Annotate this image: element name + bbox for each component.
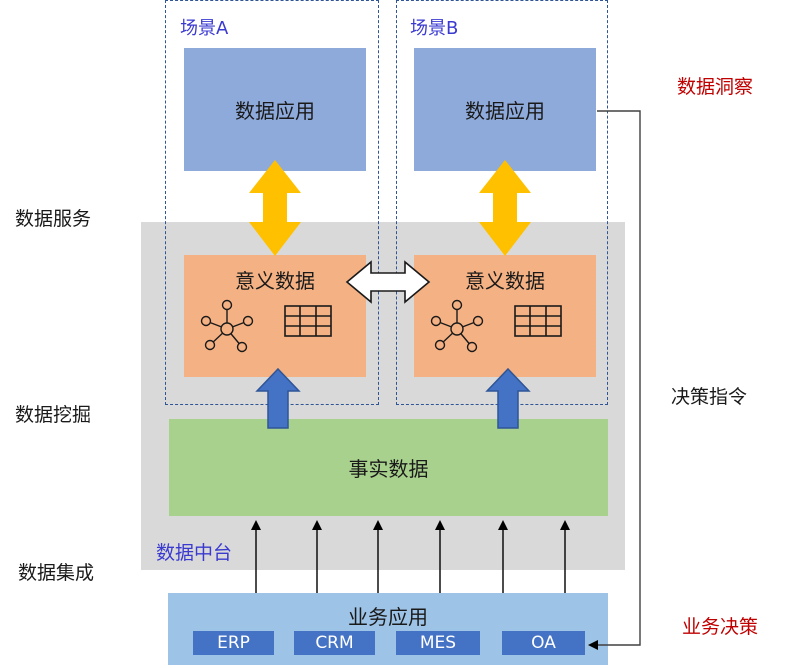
data-platform-label: 数据中台 — [156, 542, 233, 564]
scene-a-data-app: 数据应用 — [184, 48, 366, 171]
network-icon — [200, 299, 254, 353]
scene-a-label: 场景A — [180, 18, 229, 39]
fact-data-box: 事实数据 — [169, 419, 608, 516]
blue-up-arrow-a — [255, 367, 301, 429]
label-data-insight: 数据洞察 — [677, 76, 754, 98]
exchange-double-arrow — [345, 260, 431, 304]
label-data-integration: 数据集成 — [18, 562, 95, 584]
label-data-mining: 数据挖掘 — [15, 404, 92, 426]
yellow-double-arrow-a — [249, 160, 301, 256]
table-grid-icon — [284, 305, 332, 337]
network-icon — [430, 299, 484, 353]
label-decision-command: 决策指令 — [671, 386, 748, 408]
business-apps-title: 业务应用 — [348, 605, 428, 629]
scene-b-meaning-title: 意义数据 — [465, 269, 545, 293]
scene-b-meaning-data: 意义数据 — [414, 255, 596, 377]
blue-up-arrow-b — [485, 367, 531, 429]
scene-b-data-app: 数据应用 — [414, 48, 596, 171]
system-crm: CRM — [294, 631, 375, 655]
label-business-decision: 业务决策 — [682, 616, 759, 638]
yellow-double-arrow-b — [479, 160, 531, 256]
system-oa: OA — [502, 631, 585, 655]
table-grid-icon — [514, 305, 562, 337]
decision-loop-connector — [588, 110, 641, 650]
system-mes: MES — [396, 631, 480, 655]
system-erp: ERP — [193, 631, 274, 655]
scene-a-meaning-data: 意义数据 — [184, 255, 366, 377]
scene-a-meaning-title: 意义数据 — [235, 269, 315, 293]
scene-b-label: 场景B — [410, 18, 459, 39]
label-data-services: 数据服务 — [15, 208, 92, 230]
